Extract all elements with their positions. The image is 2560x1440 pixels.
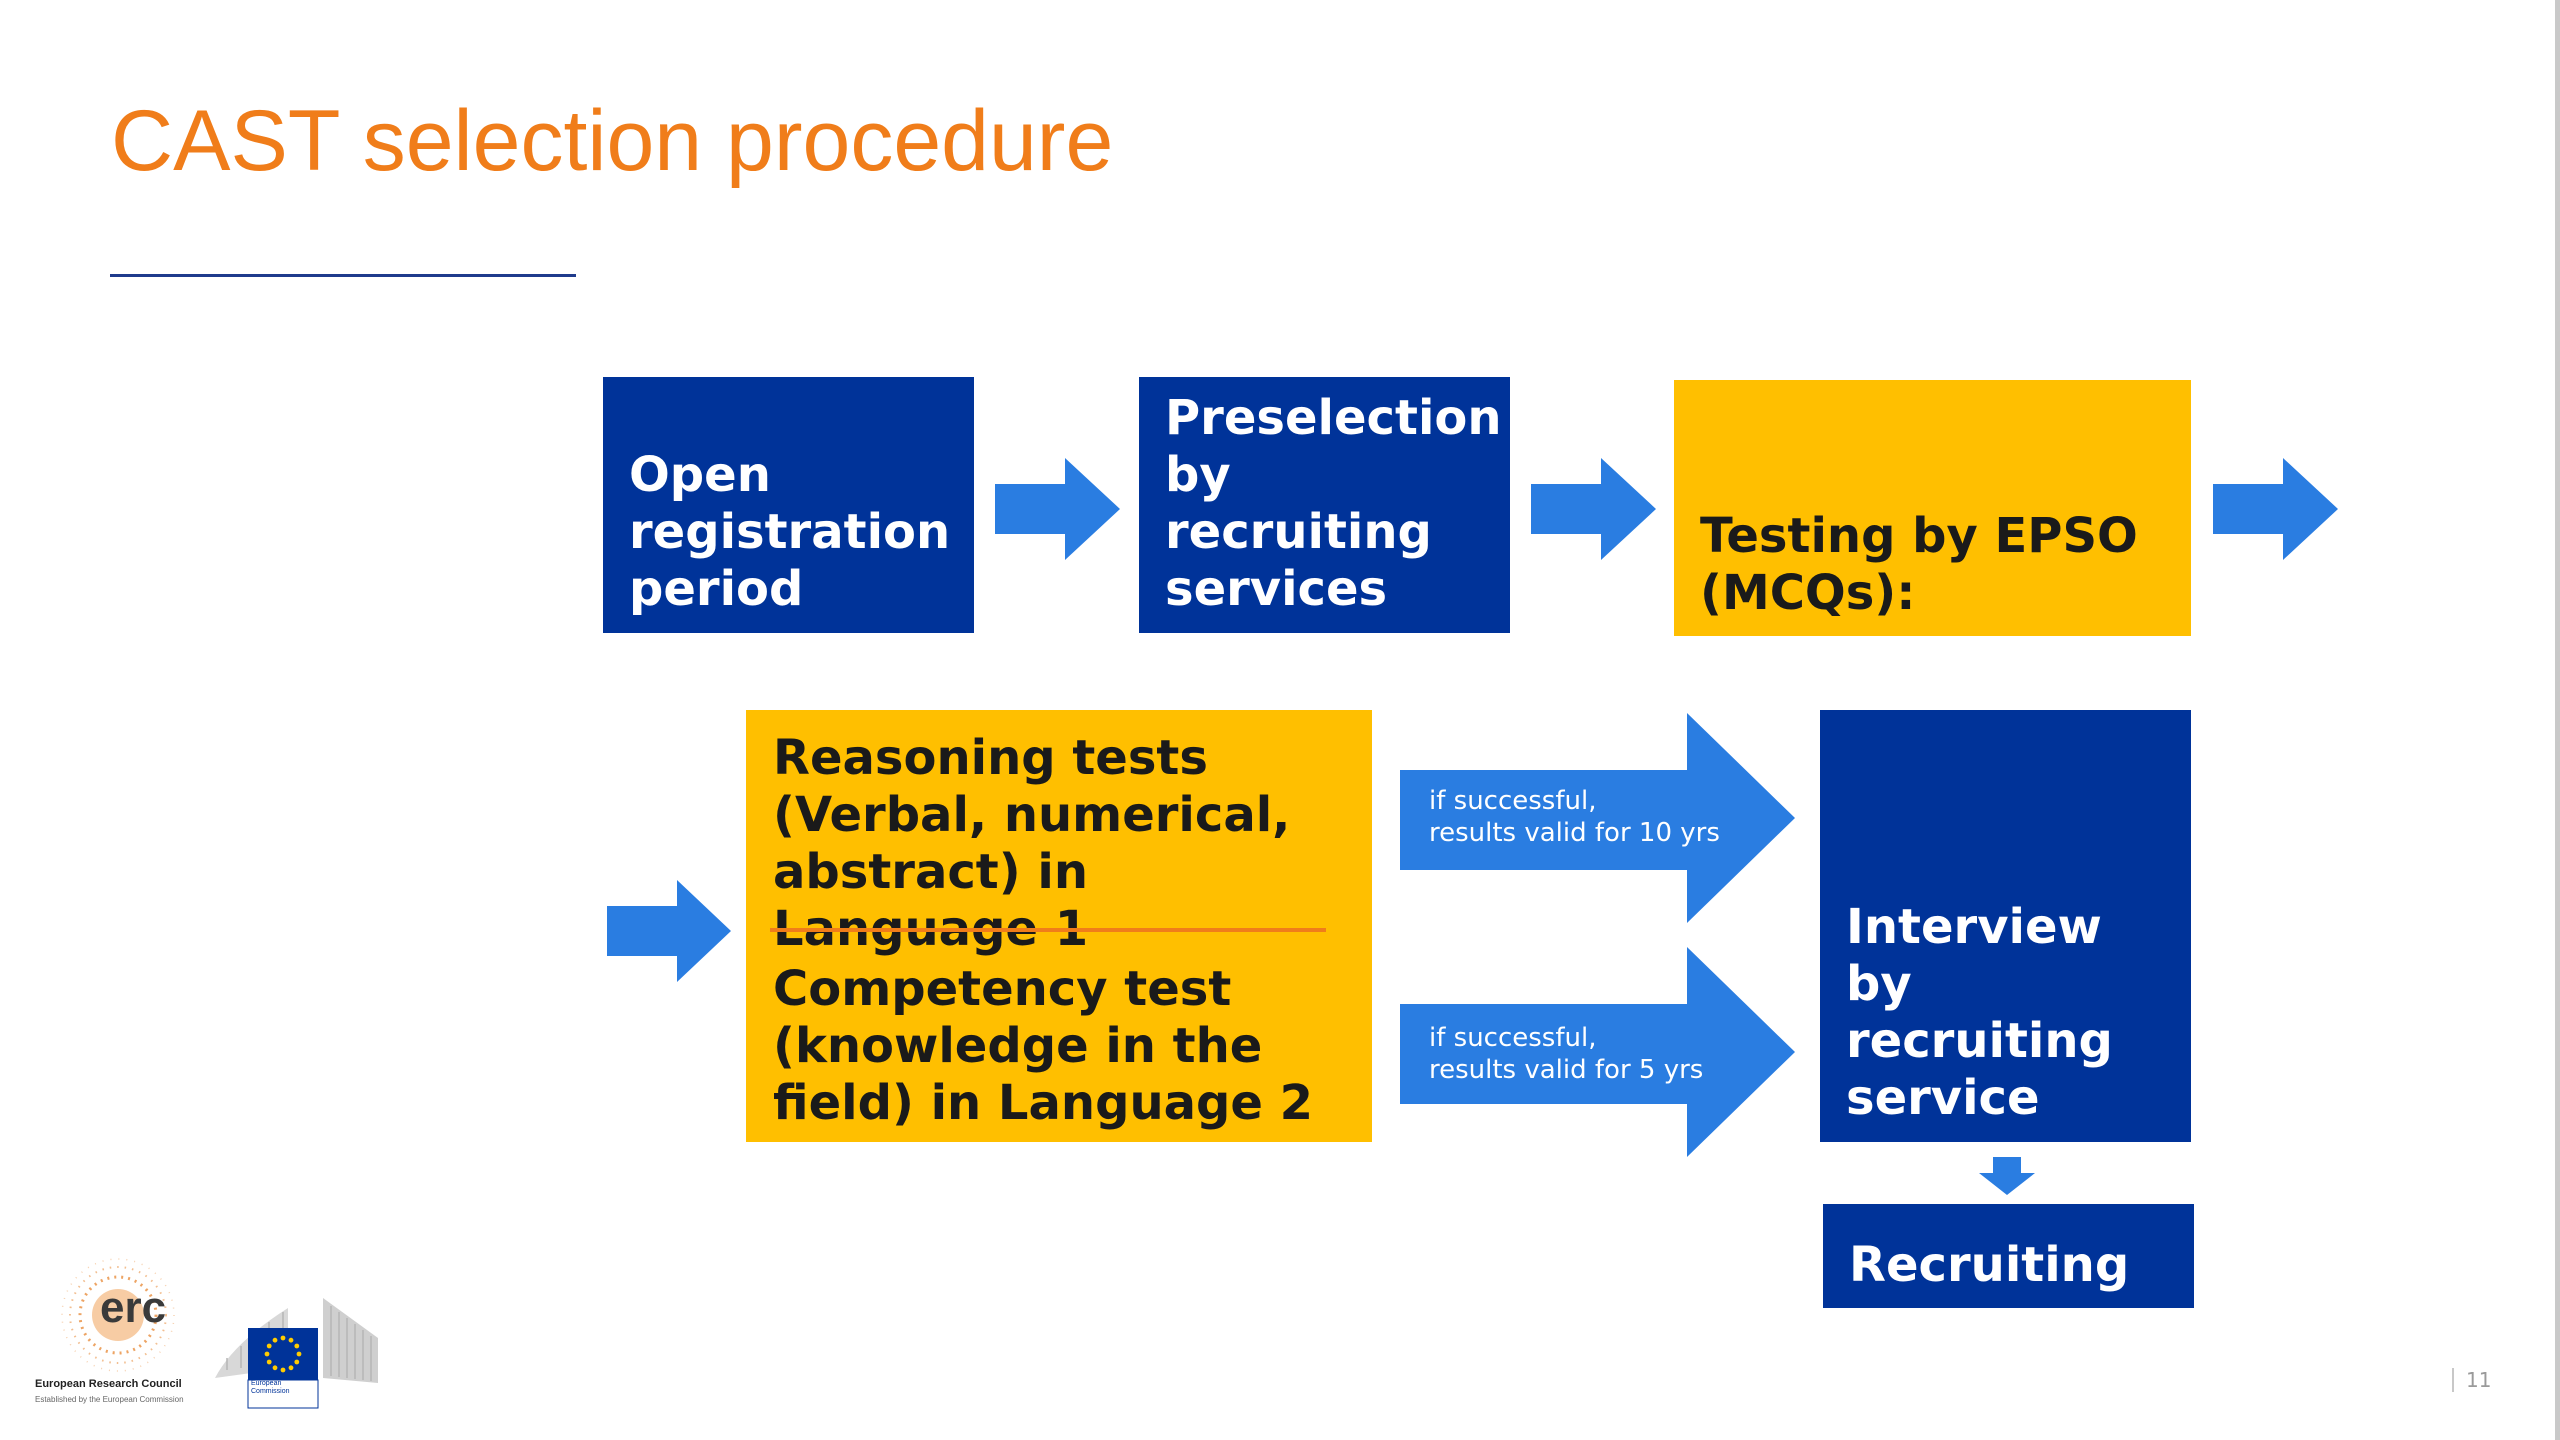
competency-arrow-line1: if successful, [1429, 1023, 1597, 1053]
erc-wordmark: erc [100, 1283, 167, 1332]
step-testing-epso: Testing by EPSO (MCQs): [1674, 380, 2191, 636]
arrow-right-icon [1531, 458, 1656, 560]
erc-caption: European Research Council [35, 1378, 182, 1390]
step-interview: Interview by recruiting service [1820, 710, 2191, 1142]
competency-arrow-label: if successful, results valid for 5 yrs [1429, 1022, 1703, 1086]
arrow-right-icon [2213, 458, 2338, 560]
reasoning-arrow-line1: if successful, [1429, 786, 1597, 816]
step-interview-label: Interview by recruiting service [1846, 899, 2113, 1126]
european-commission-logo: European Commission [213, 1298, 378, 1413]
large-arrow-right-icon [1400, 713, 1795, 923]
arrow-right-icon [995, 458, 1120, 560]
competency-test-label: Competency test (knowledge in the field)… [773, 961, 1314, 1131]
slide-title: CAST selection procedure [111, 93, 1114, 189]
step-preselection-label: Preselection by recruiting services [1165, 390, 1502, 617]
large-arrow-right-icon [1400, 947, 1795, 1157]
step-recruiting-label: Recruiting [1849, 1237, 2130, 1293]
step-recruiting: Recruiting [1823, 1204, 2194, 1308]
slide-edge [2555, 0, 2560, 1440]
step-testing-label: Testing by EPSO (MCQs): [1700, 508, 2138, 621]
title-underline [110, 274, 576, 277]
reasoning-arrow-label: if successful, results valid for 10 yrs [1429, 785, 1720, 849]
step-open-registration: Open registration period [603, 377, 974, 633]
step-preselection: Preselection by recruiting services [1139, 377, 1510, 633]
competency-arrow-line2: results valid for 5 yrs [1429, 1055, 1704, 1085]
tests-separator [770, 928, 1326, 932]
reasoning-arrow-line2: results valid for 10 yrs [1429, 818, 1720, 848]
erc-starburst-icon [61, 1258, 175, 1372]
reasoning-tests-label: Reasoning tests (Verbal, numerical, abst… [773, 730, 1291, 957]
erc-subcaption: Established by the European Commission [35, 1395, 184, 1404]
arrow-down-icon [1979, 1157, 2035, 1195]
epso-tests-box: Reasoning tests (Verbal, numerical, abst… [746, 710, 1372, 1142]
erc-logo: erc European Research Council Establishe… [30, 1255, 205, 1415]
step-open-registration-label: Open registration period [629, 447, 951, 617]
arrow-right-icon [607, 880, 731, 982]
ec-building-icon [215, 1298, 378, 1409]
ec-caption: European Commission [251, 1380, 290, 1395]
page-number: 11 [2452, 1368, 2491, 1392]
